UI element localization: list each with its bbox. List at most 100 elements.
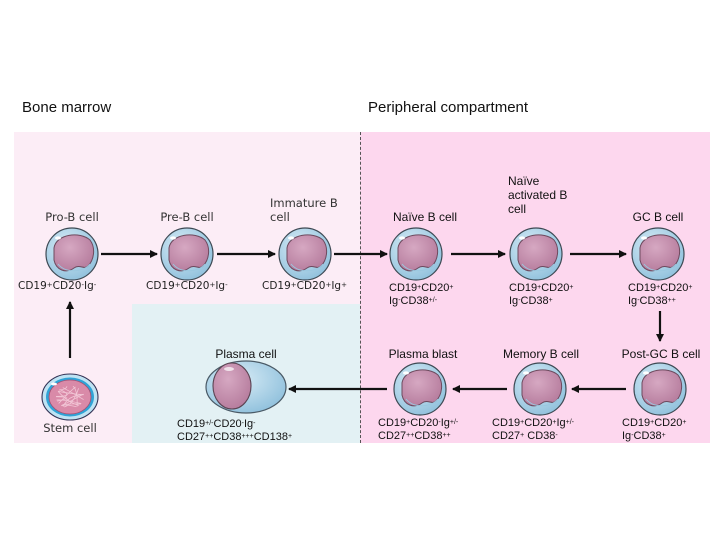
marker-name: Ig xyxy=(556,417,565,429)
marker-expression: + xyxy=(569,284,573,291)
stem-cell-icon xyxy=(40,372,100,422)
marker-expression: + xyxy=(650,419,654,426)
post-gc-b-cell-icon xyxy=(632,361,688,417)
marker-name: CD20 xyxy=(297,280,326,292)
marker-expression: +/- xyxy=(450,419,458,426)
immature-b-markers: CD19+CD20+Ig+ xyxy=(262,280,347,293)
plasma-blast-label: Plasma blast xyxy=(363,347,483,361)
marker-name: CD19 xyxy=(146,280,175,292)
immature-b-cell-icon xyxy=(277,226,333,282)
marker-name: CD38 xyxy=(401,295,429,307)
marker-expression: + xyxy=(406,419,410,426)
marker-name: Ig xyxy=(628,295,637,307)
marker-expression: + xyxy=(552,419,556,426)
post-gc-b-label: Post-GC B cell xyxy=(601,347,720,361)
marker-expression: + xyxy=(520,432,524,439)
gc-b-cell-icon xyxy=(630,226,686,282)
marker-expression: ++ xyxy=(668,297,676,304)
marker-name: Ig xyxy=(331,280,341,292)
pre-b-markers: CD19+CD20+Ig- xyxy=(146,280,228,293)
naive-b-markers: CD19+CD20+Ig-CD38+/- xyxy=(389,282,453,308)
marker-name: CD20 xyxy=(524,417,552,429)
post-gc-b-markers: CD19+CD20+Ig-CD38+ xyxy=(622,417,686,443)
marker-expression: ++ xyxy=(205,433,213,440)
marker-name: Ig xyxy=(389,295,398,307)
plasma-cell-icon xyxy=(204,359,288,415)
gc-b-label: GC B cell xyxy=(598,210,718,224)
marker-expression: - xyxy=(225,281,228,289)
pre-b-cell-icon xyxy=(159,226,215,282)
naive-b-label: Naïve B cell xyxy=(365,210,485,224)
marker-name: CD20 xyxy=(421,282,449,294)
plasma-blast-markers: CD19+CD20-Ig+/-CD27++CD38++ xyxy=(378,417,458,443)
marker-name: CD19 xyxy=(509,282,537,294)
pro-b-markers: CD19+CD20-Ig- xyxy=(18,280,96,293)
marker-name: Ig xyxy=(622,430,631,442)
marker-name: CD19 xyxy=(389,282,417,294)
marker-name: Ig xyxy=(509,295,518,307)
marker-name: CD19 xyxy=(18,280,47,292)
marker-expression: + xyxy=(549,297,553,304)
marker-name: CD27 xyxy=(492,430,520,442)
naive-activated-b-label: Naïveactivated Bcell xyxy=(508,174,567,216)
marker-expression: +/- xyxy=(205,420,213,427)
marker-name: CD27 xyxy=(378,430,406,442)
marker-name: CD138 xyxy=(254,431,288,443)
naive-b-cell-icon xyxy=(388,226,444,282)
marker-expression: - xyxy=(398,297,400,304)
plasma-blast-cell-icon xyxy=(392,361,448,417)
marker-name: CD19 xyxy=(628,282,656,294)
marker-expression: - xyxy=(438,419,440,426)
marker-expression: +/- xyxy=(429,297,437,304)
marker-name: CD20 xyxy=(181,280,210,292)
marker-expression: ++ xyxy=(406,432,414,439)
marker-expression: + xyxy=(417,284,421,291)
marker-name: Ig xyxy=(244,418,253,430)
marker-expression: - xyxy=(81,281,84,289)
marker-name: CD20 xyxy=(214,418,242,430)
pro-b-label: Pro-B cell xyxy=(12,210,132,224)
plasma-label: Plasma cell xyxy=(186,347,306,361)
marker-name: CD38 xyxy=(213,431,241,443)
marker-expression: + xyxy=(662,432,666,439)
marker-expression: - xyxy=(253,420,255,427)
marker-name: CD38 xyxy=(524,430,555,442)
marker-name: CD19 xyxy=(177,418,205,430)
marker-expression: - xyxy=(242,420,244,427)
marker-name: CD20 xyxy=(410,417,438,429)
naive-activated-b-markers: CD19+CD20+Ig-CD38+ xyxy=(509,282,573,308)
marker-expression: + xyxy=(291,281,297,289)
marker-expression: + xyxy=(449,284,453,291)
marker-name: CD38 xyxy=(414,430,442,442)
marker-expression: + xyxy=(325,281,331,289)
marker-expression: - xyxy=(518,297,520,304)
marker-name: CD20 xyxy=(53,280,82,292)
memory-b-label: Memory B cell xyxy=(481,347,601,361)
pro-b-cell-icon xyxy=(44,226,100,282)
marker-name: Ig xyxy=(84,280,94,292)
stem-label: Stem cell xyxy=(10,421,130,435)
memory-b-markers: CD19+CD20+Ig+/-CD27+ CD38- xyxy=(492,417,574,443)
marker-expression: + xyxy=(209,281,215,289)
marker-name: CD38 xyxy=(521,295,549,307)
marker-name: CD19 xyxy=(262,280,291,292)
marker-expression: ++ xyxy=(442,432,450,439)
marker-expression: + xyxy=(288,433,292,440)
marker-expression: +/- xyxy=(566,419,574,426)
marker-name: CD38 xyxy=(634,430,662,442)
marker-name: CD20 xyxy=(541,282,569,294)
marker-expression: + xyxy=(682,419,686,426)
marker-expression: + xyxy=(656,284,660,291)
marker-name: CD20 xyxy=(654,417,682,429)
marker-expression: + xyxy=(537,284,541,291)
marker-expression: - xyxy=(631,432,633,439)
marker-name: CD19 xyxy=(622,417,650,429)
marker-expression: +++ xyxy=(241,433,253,440)
marker-expression: + xyxy=(520,419,524,426)
marker-expression: + xyxy=(175,281,181,289)
marker-name: Ig xyxy=(215,280,225,292)
marker-expression: - xyxy=(637,297,639,304)
naive-activated-b-cell-icon xyxy=(508,226,564,282)
memory-b-cell-icon xyxy=(512,361,568,417)
